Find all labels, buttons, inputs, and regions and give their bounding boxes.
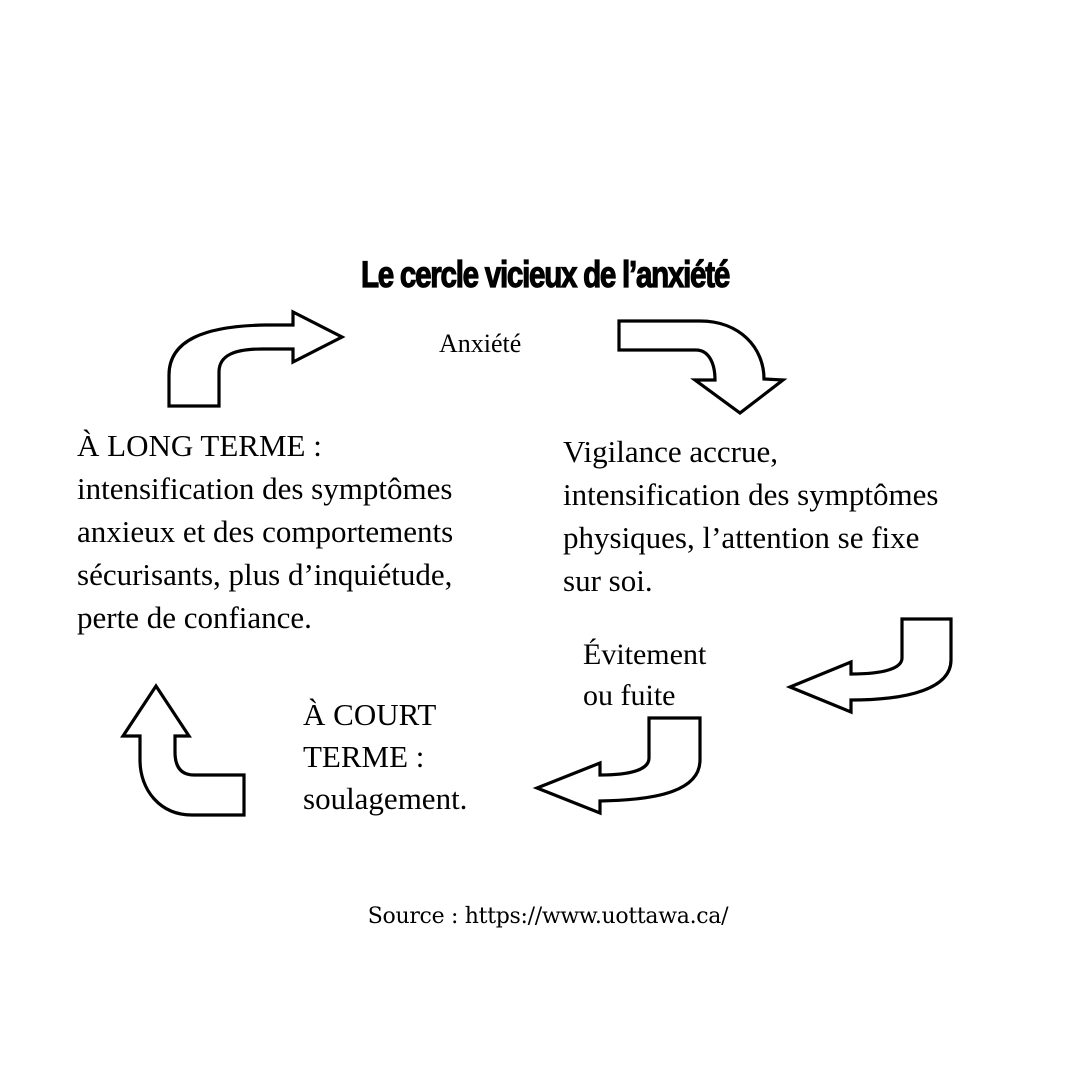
source-citation: Source : https://www.uottawa.ca/ (367, 904, 729, 929)
curved-arrow-down-icon (617, 319, 788, 416)
node-evitement: Évitement ou fuite (583, 634, 706, 716)
node-court-terme-line: À COURT (303, 697, 437, 732)
node-long-terme-line: À LONG TERME : (77, 428, 322, 463)
curved-arrow-up-icon (120, 683, 246, 817)
node-long-terme-line: sécurisants, plus d’inquiétude, (77, 557, 453, 592)
node-long-terme-line: intensification des symptômes (77, 471, 453, 506)
node-court-terme-line: TERME : (303, 739, 425, 774)
node-court-terme-line: soulagement. (303, 781, 468, 816)
node-evitement-line: ou fuite (583, 679, 676, 712)
node-vigilance-line: Vigilance accrue, (563, 434, 779, 469)
node-evitement-line: Évitement (583, 638, 707, 671)
node-long-terme-line: anxieux et des comportements (77, 514, 454, 549)
node-vigilance: Vigilance accrue, intensification des sy… (563, 430, 938, 602)
curved-arrow-left-icon (532, 716, 702, 816)
node-vigilance-line: physiques, l’attention se fixe (563, 520, 920, 555)
node-long-terme: À LONG TERME : intensification des sympt… (77, 424, 453, 639)
node-court-terme: À COURT TERME : soulagement. (303, 694, 467, 820)
node-anxiete: Anxiété (439, 329, 522, 358)
node-vigilance-line: sur soi. (563, 563, 653, 598)
node-long-terme-line: perte de confiance. (77, 600, 312, 635)
curved-arrow-left-icon (785, 617, 953, 715)
curved-arrow-right-icon (167, 309, 346, 408)
diagram-title: Le cercle vicieux de l’anxiété (360, 253, 731, 295)
node-vigilance-line: intensification des symptômes (563, 477, 939, 512)
